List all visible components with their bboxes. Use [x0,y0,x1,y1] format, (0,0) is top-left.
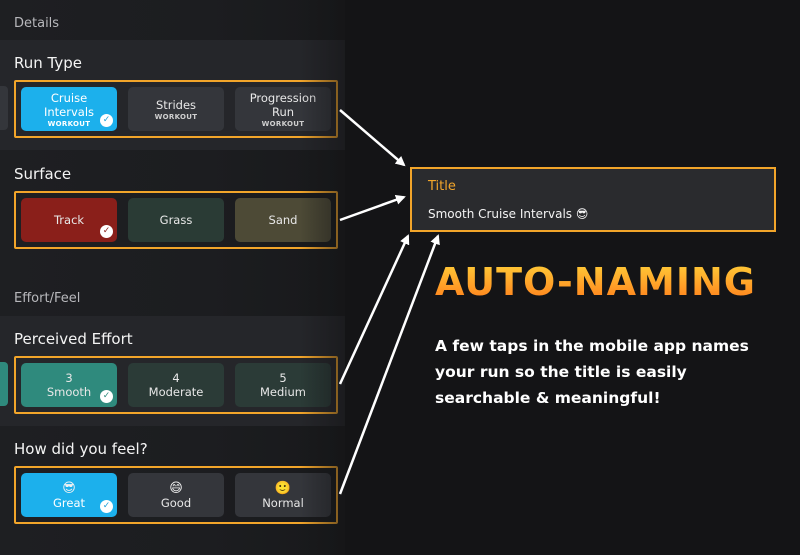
arrow-perceived-effort [338,234,410,385]
option-label: Progression Run [249,90,317,119]
run-type-option-cruise-intervals[interactable]: Cruise Intervals WORKOUT ✓ [21,87,117,131]
option-label: Sand [268,213,298,227]
option-label: Strides [155,97,197,112]
promo-description: A few taps in the mobile app names your … [435,337,749,407]
check-circle-icon: ✓ [100,225,113,238]
feel-option-good[interactable]: 😄 Good [128,473,224,517]
option-sublabel: WORKOUT [47,119,91,128]
option-label: Cruise Intervals [43,90,95,119]
option-label: Grass [159,213,193,227]
check-circle-icon: ✓ [100,500,113,513]
feel-label: How did you feel? [14,440,148,458]
option-number: 4 [172,371,180,385]
effort-option-3[interactable]: 3 Smooth ✓ [21,363,117,407]
option-label: Medium [260,385,306,399]
perceived-effort-prev-chip[interactable] [0,362,8,406]
option-label: Normal [262,495,304,510]
option-label: Smooth [46,385,92,399]
check-circle-icon: ✓ [100,114,113,127]
surface-options: Track ✓ Grass Sand [14,191,338,249]
option-label: Moderate [148,385,204,399]
promo-headline: AUTO-NAMING [435,260,756,304]
option-sublabel: WORKOUT [261,119,305,128]
run-type-options: Cruise Intervals WORKOUT ✓ Strides WORKO… [14,80,338,138]
option-number: 5 [279,371,287,385]
section-label-effort-feel: Effort/Feel [14,291,81,306]
surface-label: Surface [14,165,72,183]
surface-option-grass[interactable]: Grass [128,198,224,242]
perceived-effort-label: Perceived Effort [14,330,133,348]
run-type-prev-chip[interactable] [0,86,8,130]
effort-option-4[interactable]: 4 Moderate [128,363,224,407]
arrow-run-type [339,109,406,167]
arrow-surface [339,195,406,222]
title-field[interactable]: Title Smooth Cruise Intervals 😎 [410,167,776,232]
option-label: Track [53,213,85,227]
feel-option-great[interactable]: 😎 Great ✓ [21,473,117,517]
title-field-value: Smooth Cruise Intervals 😎 [428,207,589,221]
grinning-emoji-icon: 😄 [169,480,183,496]
arrow-feel [338,234,440,495]
run-type-option-strides[interactable]: Strides WORKOUT [128,87,224,131]
details-panel: Details Run Type Cruise Intervals WORKOU… [0,0,345,555]
run-type-label: Run Type [14,54,82,72]
sunglasses-emoji-icon: 😎 [62,480,76,496]
title-field-label: Title [428,179,456,194]
option-number: 3 [65,371,73,385]
surface-option-track[interactable]: Track ✓ [21,198,117,242]
check-circle-icon: ✓ [100,390,113,403]
option-sublabel: WORKOUT [154,112,198,121]
section-label-details: Details [14,16,60,31]
slight-smile-emoji-icon: 🙂 [274,480,292,496]
option-label: Good [160,495,192,510]
option-label: Great [52,495,86,510]
